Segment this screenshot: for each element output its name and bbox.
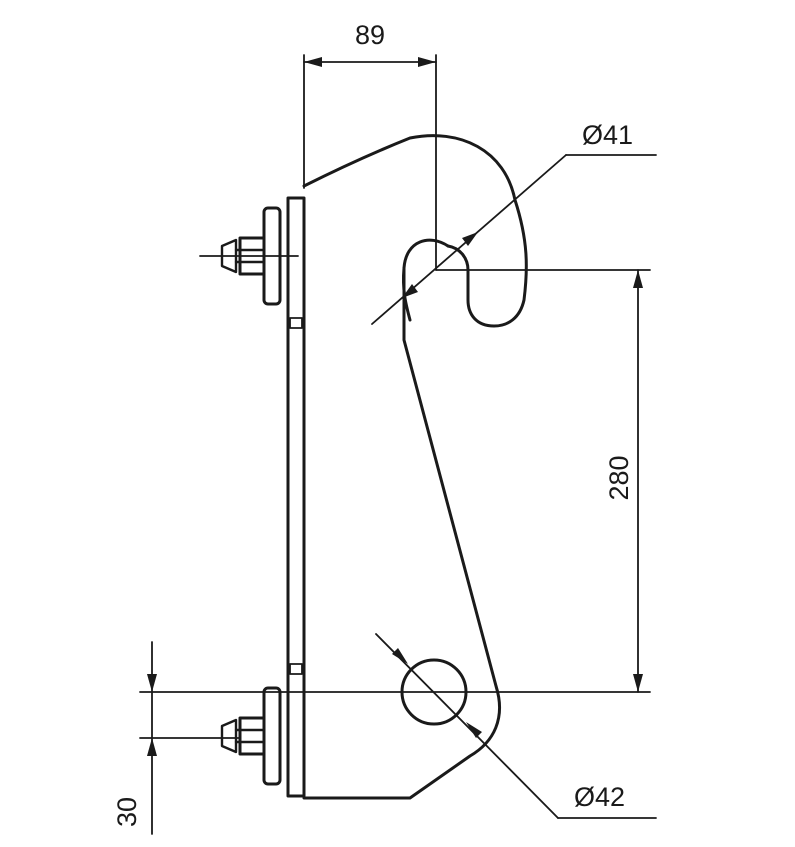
dimension-280: 280 bbox=[139, 269, 651, 693]
mounting-plate bbox=[286, 196, 306, 798]
diameter-41-label: Ø41 bbox=[582, 120, 633, 150]
dimension-89: 89 bbox=[303, 20, 437, 271]
bottom-bolt bbox=[220, 686, 282, 786]
dimension-30-label: 30 bbox=[112, 797, 142, 827]
hook-bracket bbox=[302, 134, 528, 800]
diameter-41-leader: Ø41 bbox=[371, 120, 657, 325]
dimension-30: 30 bbox=[112, 641, 241, 835]
dimension-89-label: 89 bbox=[355, 20, 385, 50]
diameter-42-leader: Ø42 bbox=[375, 633, 657, 819]
top-bolt bbox=[199, 206, 299, 306]
diameter-42-label: Ø42 bbox=[574, 782, 625, 812]
dimension-280-label: 280 bbox=[604, 455, 634, 500]
